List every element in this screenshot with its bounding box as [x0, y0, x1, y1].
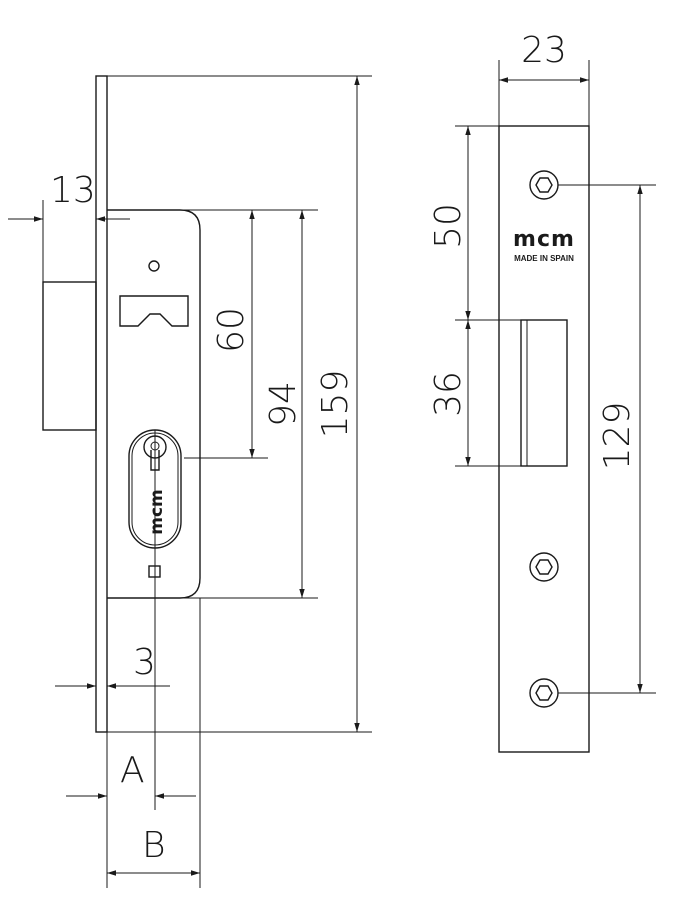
- dim-129-label: 129: [597, 402, 638, 471]
- dim-B-label: B: [142, 825, 166, 866]
- faceplate-strip: [95, 75, 108, 733]
- dim-60-label: 60: [211, 307, 252, 353]
- dim-3: 3: [55, 642, 170, 689]
- dim-94-label: 94: [263, 381, 304, 427]
- dim-50-label: 50: [428, 203, 469, 249]
- dim-159-label: 159: [315, 370, 356, 439]
- dim-13: 13: [8, 170, 130, 222]
- faceplate-front-view: mcm MADE IN SPAIN: [498, 125, 590, 753]
- dim-36: 36: [428, 320, 471, 466]
- made-in-label: MADE IN SPAIN: [514, 254, 574, 263]
- dim-159: 159: [315, 76, 360, 732]
- dim-60: 60: [211, 210, 255, 458]
- dim-23-label: 23: [521, 30, 567, 71]
- dim-B: B: [107, 825, 200, 876]
- lock-side-view: mcm: [42, 75, 201, 810]
- cylinder-logo: mcm: [147, 489, 167, 535]
- faceplate: [498, 125, 590, 753]
- dim-23: 23: [499, 30, 589, 83]
- dim-13-label: 13: [50, 170, 96, 211]
- dim-A: A: [66, 750, 196, 799]
- dim-129: 129: [597, 185, 643, 693]
- dim-50: 50: [428, 126, 471, 320]
- follower-notch: [119, 295, 189, 327]
- left-extension-lines: [42, 75, 372, 888]
- hex-screw-icon: [529, 170, 559, 200]
- dim-36-label: 36: [428, 371, 469, 417]
- lock-case: [107, 209, 201, 599]
- dim-3-label: 3: [133, 642, 156, 683]
- dim-94: 94: [263, 210, 305, 598]
- dim-A-label: A: [120, 750, 145, 791]
- right-extension-lines: [455, 60, 656, 694]
- latch-bolt: [42, 281, 97, 431]
- hex-screw-icon: [529, 678, 559, 708]
- faceplate-logo: mcm: [513, 227, 575, 252]
- hex-screw-icon: [529, 552, 559, 582]
- bolt-opening: [520, 319, 568, 467]
- case-hole: [148, 260, 160, 272]
